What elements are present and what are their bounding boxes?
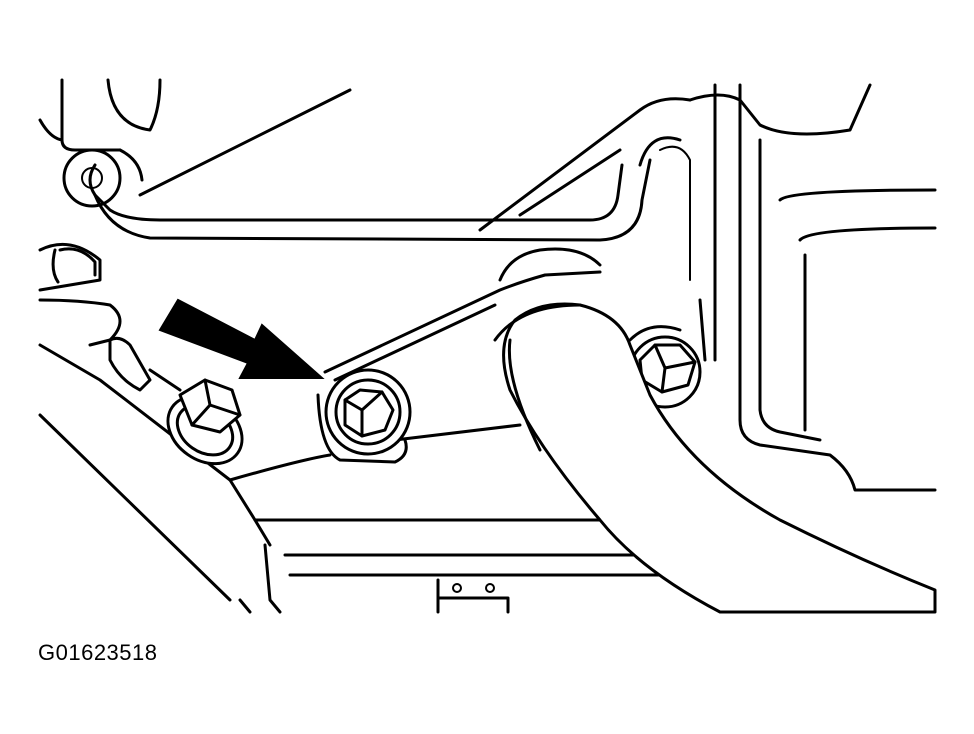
arrow-icon [158, 298, 325, 379]
bracket-plate [323, 247, 602, 442]
figure-id-label: G01623518 [38, 640, 158, 665]
stabilizer-bar [493, 302, 937, 614]
left-bolt [108, 336, 244, 466]
upper-tube [62, 148, 652, 242]
center-bolt [316, 368, 412, 464]
